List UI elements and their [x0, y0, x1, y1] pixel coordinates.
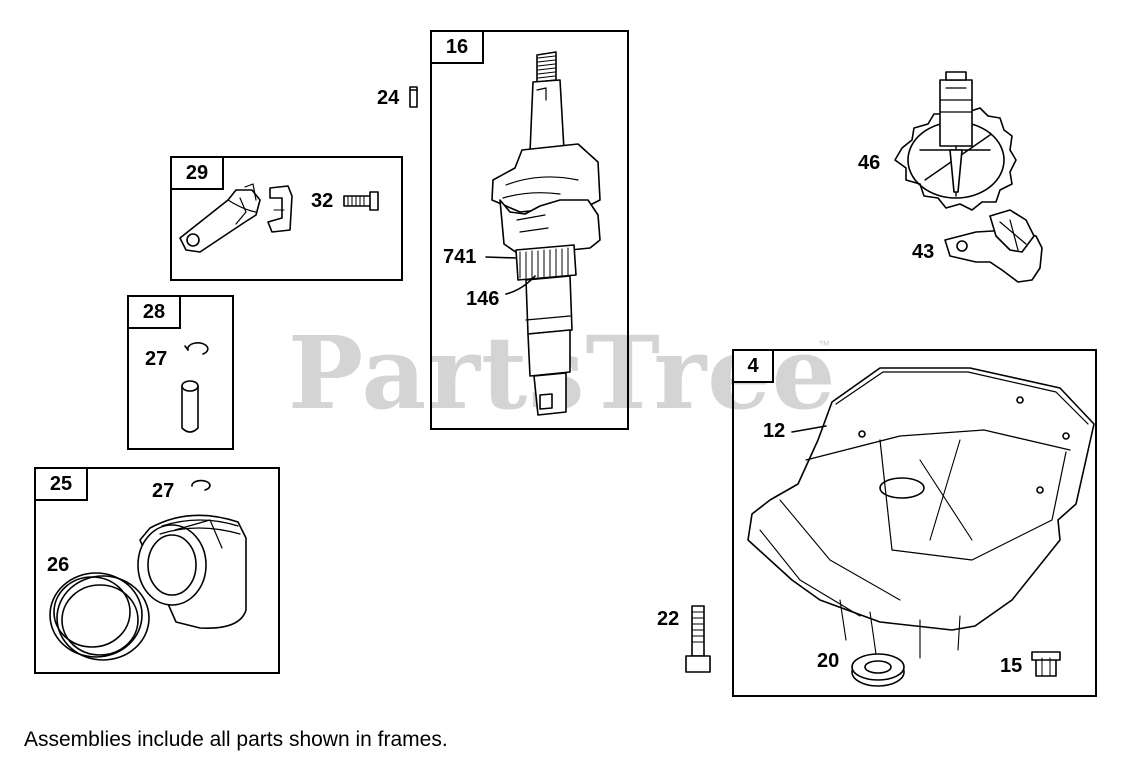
bolt-icon	[685, 605, 711, 673]
callout-20: 20	[817, 650, 840, 672]
retaining-ring-icon	[191, 479, 211, 491]
frame-25-tag: 25	[34, 467, 88, 501]
callout-146: 146	[466, 288, 500, 310]
frame-4-tag: 4	[732, 349, 774, 383]
frame-28-tag: 28	[127, 295, 181, 329]
watermark-trademark: ™	[818, 338, 830, 352]
governor-gear-icon	[894, 71, 1017, 211]
frame-25	[34, 467, 280, 674]
frame-29	[170, 156, 403, 281]
callout-741: 741	[443, 246, 477, 268]
sump-icon	[747, 367, 1095, 659]
frame-29-tag: 29	[170, 156, 224, 190]
frame-16	[430, 30, 629, 430]
callout-15: 15	[1000, 655, 1023, 677]
footnote: Assemblies include all parts shown in fr…	[24, 728, 448, 751]
governor-bracket-icon	[944, 209, 1043, 283]
callout-24: 24	[377, 87, 400, 109]
callout-22: 22	[657, 608, 680, 630]
piston-icon	[137, 514, 247, 629]
oil-seal-icon	[851, 653, 905, 687]
callout-32: 32	[311, 190, 334, 212]
callout-43: 43	[912, 241, 935, 263]
piston-rings-icon	[49, 572, 150, 661]
callout-27-piston: 27	[152, 480, 175, 502]
callout-12: 12	[763, 420, 786, 442]
frame-4	[732, 349, 1097, 697]
piston-pin-icon	[181, 380, 199, 433]
connecting-rod-icon	[179, 183, 293, 253]
crankshaft-icon	[491, 51, 601, 416]
callout-26: 26	[47, 554, 70, 576]
frame-16-tag: 16	[430, 30, 484, 64]
callout-27-pin: 27	[145, 348, 168, 370]
callout-46: 46	[858, 152, 881, 174]
retaining-ring-icon	[184, 342, 209, 355]
bolt-icon	[343, 191, 379, 211]
key-icon	[409, 86, 418, 108]
plug-icon	[1031, 651, 1061, 677]
